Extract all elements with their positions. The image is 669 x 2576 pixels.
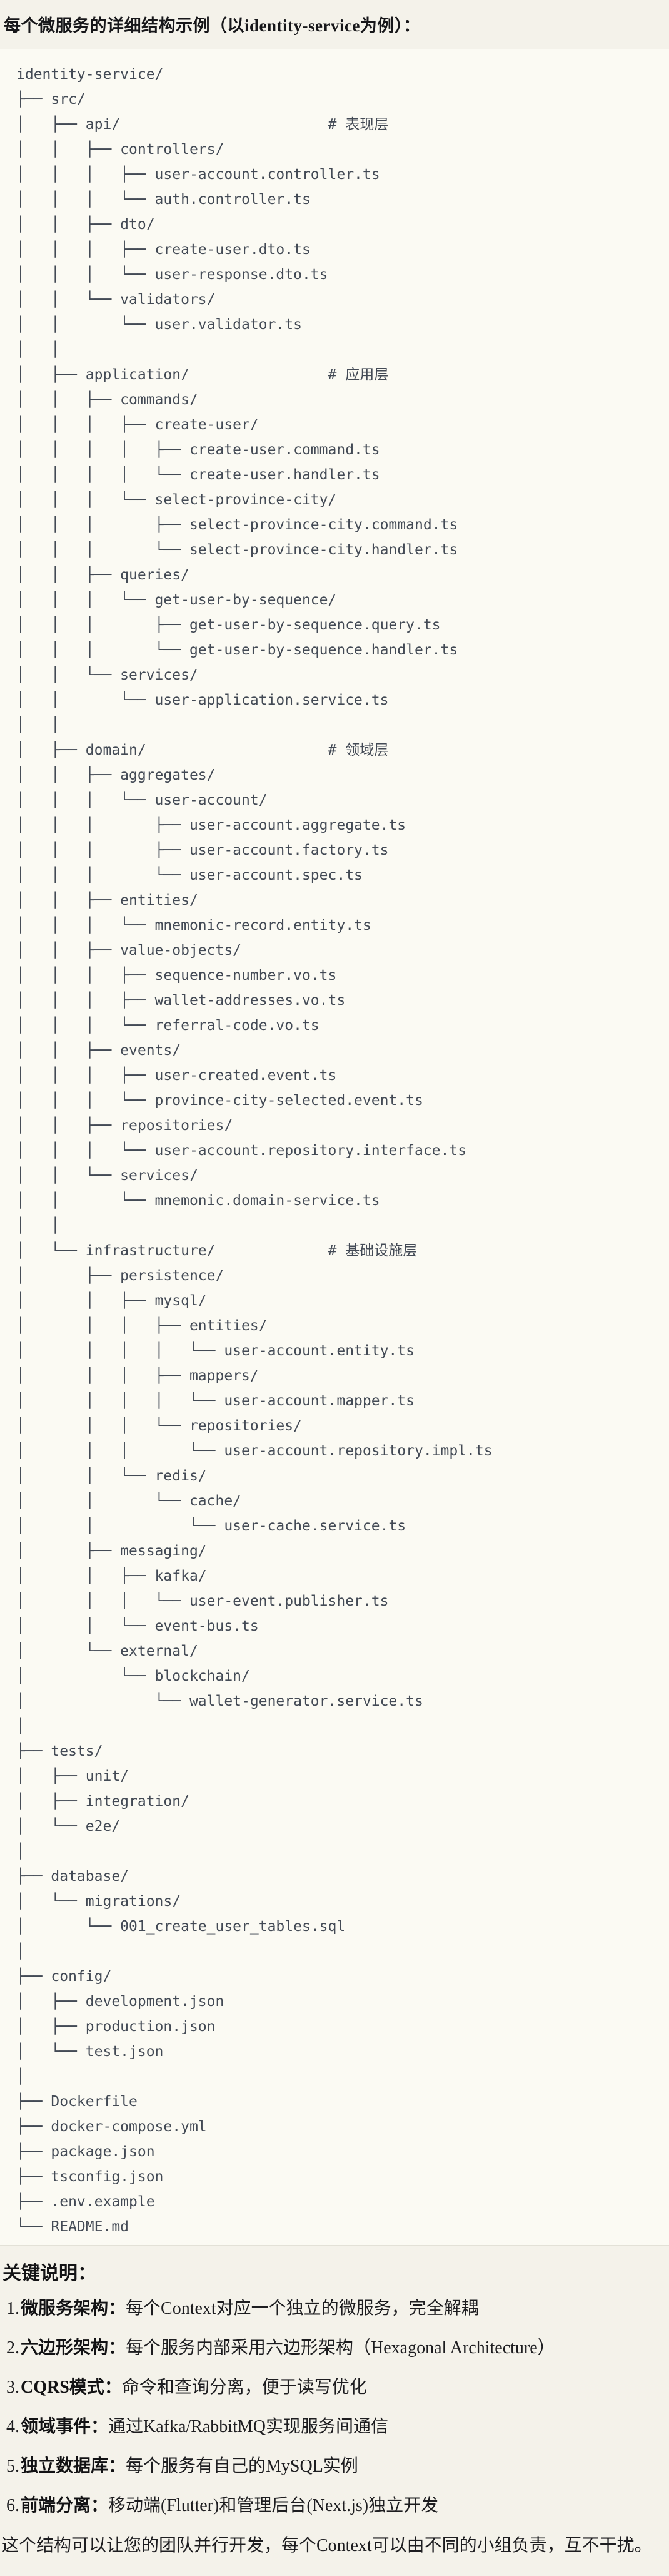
note-item-2: 2.六边形架构：每个服务内部采用六边形架构（Hexagonal Architec…: [6, 2336, 669, 2360]
note-description: 命令和查询分离，便于读写优化: [121, 2378, 367, 2397]
note-description: 通过Kafka/RabbitMQ实现服务间通信: [108, 2417, 388, 2436]
note-description: 移动端(Flutter)和管理后台(Next.js)独立开发: [108, 2496, 439, 2515]
note-number: 5.: [6, 2456, 19, 2476]
note-item-6: 6.前端分离：移动端(Flutter)和管理后台(Next.js)独立开发: [6, 2494, 669, 2518]
note-item-4: 4.领域事件：通过Kafka/RabbitMQ实现服务间通信: [6, 2415, 669, 2439]
page-title: 每个微服务的详细结构示例（以identity-service为例）：: [4, 16, 421, 35]
note-item-3: 3.CQRS模式：命令和查询分离，便于读写优化: [6, 2376, 669, 2400]
note-description: 每个服务内部采用六边形架构（Hexagonal Architecture）: [126, 2338, 555, 2358]
note-item-1: 1.微服务架构：每个Context对应一个独立的微服务，完全解耦: [6, 2297, 669, 2321]
directory-tree: identity-service/ ├── src/ │ ├── api/ # …: [16, 66, 493, 2235]
closing-paragraph: 这个结构可以让您的团队并行开发，每个Context可以由不同的小组负责，互不干扰…: [1, 2536, 652, 2555]
note-term: CQRS模式：: [21, 2378, 122, 2397]
notes-list: 1.微服务架构：每个Context对应一个独立的微服务，完全解耦 2.六边形架构…: [0, 2297, 669, 2518]
note-description: 每个Context对应一个独立的微服务，完全解耦: [126, 2299, 479, 2318]
note-description: 每个服务有自己的MySQL实例: [126, 2456, 358, 2476]
note-number: 6.: [6, 2496, 19, 2515]
note-term: 六边形架构：: [21, 2338, 126, 2358]
note-number: 1.: [6, 2299, 19, 2318]
note-item-5: 5.独立数据库：每个服务有自己的MySQL实例: [6, 2455, 669, 2478]
directory-tree-block: identity-service/ ├── src/ │ ├── api/ # …: [0, 49, 669, 2246]
note-number: 4.: [6, 2417, 19, 2436]
note-term: 独立数据库：: [21, 2456, 126, 2476]
note-number: 2.: [6, 2338, 19, 2358]
note-term: 微服务架构：: [21, 2299, 126, 2318]
note-term: 领域事件：: [21, 2417, 109, 2436]
note-term: 前端分离：: [21, 2496, 109, 2515]
note-number: 3.: [6, 2378, 19, 2397]
notes-heading: 关键说明：: [3, 2263, 96, 2284]
